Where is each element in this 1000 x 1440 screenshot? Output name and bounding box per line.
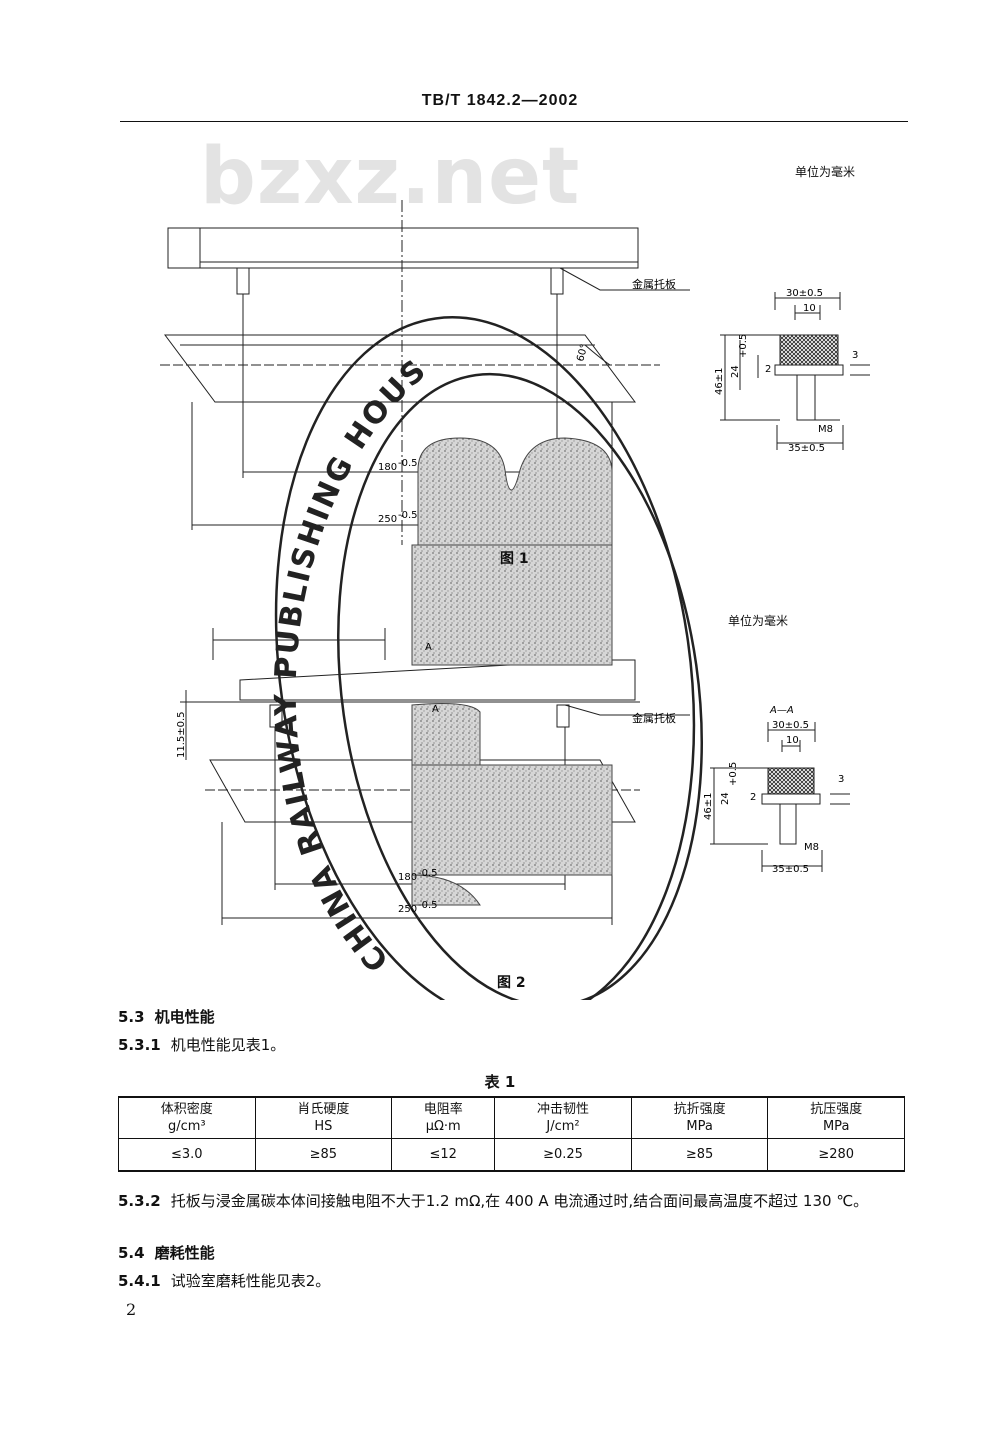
fig1-dim-h24: 24 [730,365,741,378]
fig1-dim-angle: 60° [575,343,590,363]
fig2-dim-m8: M8 [804,842,819,853]
figure1-caption: 图 1 [500,551,529,567]
figure2-section-view [710,722,850,872]
header-rule [120,121,908,122]
fig1-dim-h3: 3 [852,350,858,361]
fig1-callout-metal-plate: 金属托板 [632,277,676,291]
site-watermark: bzxz.net [200,132,581,222]
table1-value-cell: ≤3.0 [118,1138,256,1171]
fig2-dim-250: 250 [398,904,417,915]
fig1-dim-m8: M8 [818,424,833,435]
figure1-wear-strip [164,334,636,403]
fig2-dim-h24: 24 [720,792,731,805]
figure2-caption: 图 2 [497,975,526,991]
document-header-title: TB/T 1842.2—2002 [421,92,579,109]
figure2-photo-region-top [411,544,613,666]
fig2-dim-h115: 11.5±0.5 [176,711,187,758]
svg-text:-0.5: -0.5 [398,510,418,521]
publishing-house-stamp [274,316,703,1000]
fig2-callout-metal-plate: 金属托板 [632,711,676,725]
table1-value-row: ≤3.0 ≥85 ≤12 ≥0.25 ≥85 ≥280 [118,1138,905,1171]
fig2-section-mark-bottom: A [432,704,439,715]
fig1-dim-250: 250 [378,514,397,525]
figure2-unit-label: 单位为毫米 [728,614,789,628]
table1-value-cell: ≤12 [391,1138,496,1171]
fig2-section-label: A—A [769,705,794,716]
table1-value-cell: ≥85 [630,1138,769,1171]
fig1-dim-w35: 35±0.5 [788,443,825,454]
table1-title: 表 1 [484,1073,516,1091]
svg-text:-0.5: -0.5 [398,458,418,469]
fig2-dim-w10: 10 [786,735,799,746]
fig1-dim-w30: 30±0.5 [786,288,823,299]
fig2-dim-h2: 2 [750,792,756,803]
fig1-dim-h2: 2 [765,364,771,375]
figure1-section-view [720,292,870,450]
fig2-dim-w35: 35±0.5 [772,864,809,875]
figure2-photo-region-bottom [411,764,613,876]
svg-text:+0.5: +0.5 [728,762,739,786]
figure1-drawing [160,200,690,546]
fig2-dim-h46: 46±1 [703,793,714,820]
table1-value-cell: ≥0.25 [494,1138,632,1171]
fig2-dim-w30: 30±0.5 [772,720,809,731]
fig1-dim-180: 180 [378,462,397,473]
technical-drawing: CHINA RAILWAY PUBLISHING HOUSE 180 -0.5 … [0,0,870,1000]
figure1-pin-left [236,267,250,295]
fig1-dim-h46: 46±1 [714,368,725,395]
figure1-pin-right [550,267,564,295]
table1-value-cell: ≥280 [767,1138,905,1171]
figure1-photo-region [417,437,613,546]
page-number: 2 [126,1300,137,1319]
fig2-dim-180: 180 [398,872,417,883]
fig1-dim-w10: 10 [803,303,816,314]
svg-text:-0.5: -0.5 [418,900,438,911]
fig2-dim-h3: 3 [838,774,844,785]
table1-value-cell: ≥85 [254,1138,393,1171]
stamp-text: CHINA RAILWAY PUBLISHING HOUSE [0,0,434,978]
figure1-top-plate [167,227,639,269]
figure1-unit-label: 单位为毫米 [795,165,856,179]
svg-text:+0.5: +0.5 [738,334,749,358]
svg-text:-0.5: -0.5 [418,868,438,879]
fig2-section-mark-top: A [425,642,432,653]
